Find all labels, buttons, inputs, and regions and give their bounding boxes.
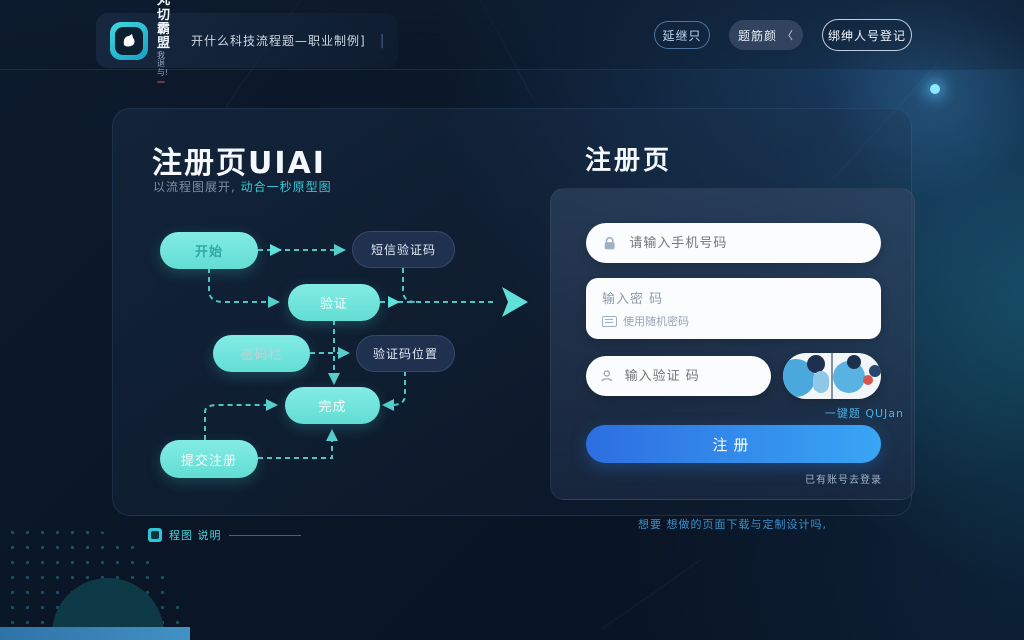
captcha-image[interactable] bbox=[783, 353, 881, 399]
flow-node-done[interactable]: 完成 bbox=[285, 387, 380, 424]
brand-name: 丸切霸盟 bbox=[157, 0, 172, 52]
password-helper-text: 使用随机密码 bbox=[623, 315, 689, 328]
brand-logo-glyph-icon bbox=[115, 26, 143, 55]
header-actions: 延继只 题筋颜 〈 绑绅人号登记 bbox=[654, 0, 912, 70]
flow-big-arrow-icon bbox=[502, 287, 528, 317]
page-subtitle: 以流程图展开, 动合一秒原型图 bbox=[153, 178, 332, 195]
header-button-signup[interactable]: 绑绅人号登记 bbox=[822, 19, 912, 51]
lock-icon bbox=[604, 236, 615, 249]
flow-footer: 程图 说明 bbox=[148, 527, 301, 543]
bottom-strip-decor bbox=[0, 627, 190, 640]
password-helper: 使用随机密码 bbox=[602, 313, 689, 329]
flow-node-start[interactable]: 开始 bbox=[160, 232, 258, 269]
header-button-preview[interactable]: 延继只 bbox=[654, 21, 710, 49]
brand-text-block: 丸切霸盟 我退与!— bbox=[157, 0, 171, 87]
keyboard-icon bbox=[602, 315, 617, 327]
chevron-left-icon: 〈 bbox=[782, 29, 794, 42]
login-link[interactable]: 已有账号去登录 bbox=[805, 475, 882, 486]
phone-input-field[interactable] bbox=[627, 234, 865, 252]
brand-tagline: 我退与!— bbox=[157, 50, 169, 86]
password-input[interactable]: 输入密 码 使用随机密码 bbox=[586, 278, 881, 339]
footer-note: 想要 想做的页面下载与定制设计吗, bbox=[638, 518, 827, 531]
brand-module: 丸切霸盟 我退与!— 开什么科技流程题—职业制例] | bbox=[96, 0, 398, 86]
captcha-refresh-link[interactable]: 一键题 QUJan bbox=[824, 407, 904, 420]
form-title: 注册页 bbox=[585, 146, 673, 176]
flow-node-submit[interactable]: 提交注册 bbox=[160, 440, 258, 478]
flow-footer-line bbox=[228, 534, 301, 536]
user-lock-icon bbox=[601, 370, 613, 382]
subtitle-cyan: 动合一秒原型图 bbox=[240, 180, 332, 194]
verification-code-input[interactable] bbox=[586, 356, 771, 396]
flow-legend-icon bbox=[148, 528, 162, 542]
register-button[interactable]: 注册 bbox=[586, 425, 881, 463]
top-navbar: 丸切霸盟 我退与!— 开什么科技流程题—职业制例] | 延继只 题筋颜 〈 绑绅… bbox=[0, 0, 1024, 86]
flow-node-verify[interactable]: 验证 bbox=[288, 284, 380, 321]
glow-dot-decor bbox=[930, 84, 940, 94]
phone-input[interactable] bbox=[586, 223, 881, 263]
header-button-template[interactable]: 题筋颜 〈 bbox=[729, 20, 803, 50]
flow-footer-label: 程图 说明 bbox=[169, 529, 222, 542]
flow-connectors bbox=[204, 244, 528, 459]
brand-logo[interactable] bbox=[110, 21, 148, 60]
code-input-field[interactable] bbox=[622, 367, 757, 385]
page-title: 注册页UIAI bbox=[152, 146, 326, 181]
header-divider: | bbox=[379, 32, 385, 49]
bg-circuit-line bbox=[601, 559, 701, 630]
document-title: 开什么科技流程题—职业制例] bbox=[191, 34, 366, 48]
flow-node-password[interactable]: 密码栏 bbox=[213, 335, 310, 372]
register-form-card: 输入密 码 使用随机密码 一键题 QUJan 注册 已有账号去登 bbox=[550, 188, 915, 500]
flow-node-captcha-position[interactable]: 验证码位置 bbox=[356, 335, 455, 372]
tagline-dash: — bbox=[157, 76, 165, 86]
subtitle-gray: 以流程图展开, bbox=[153, 180, 236, 194]
flow-node-sms-code[interactable]: 短信验证码 bbox=[352, 231, 455, 268]
password-placeholder: 输入密 码 bbox=[602, 292, 664, 307]
